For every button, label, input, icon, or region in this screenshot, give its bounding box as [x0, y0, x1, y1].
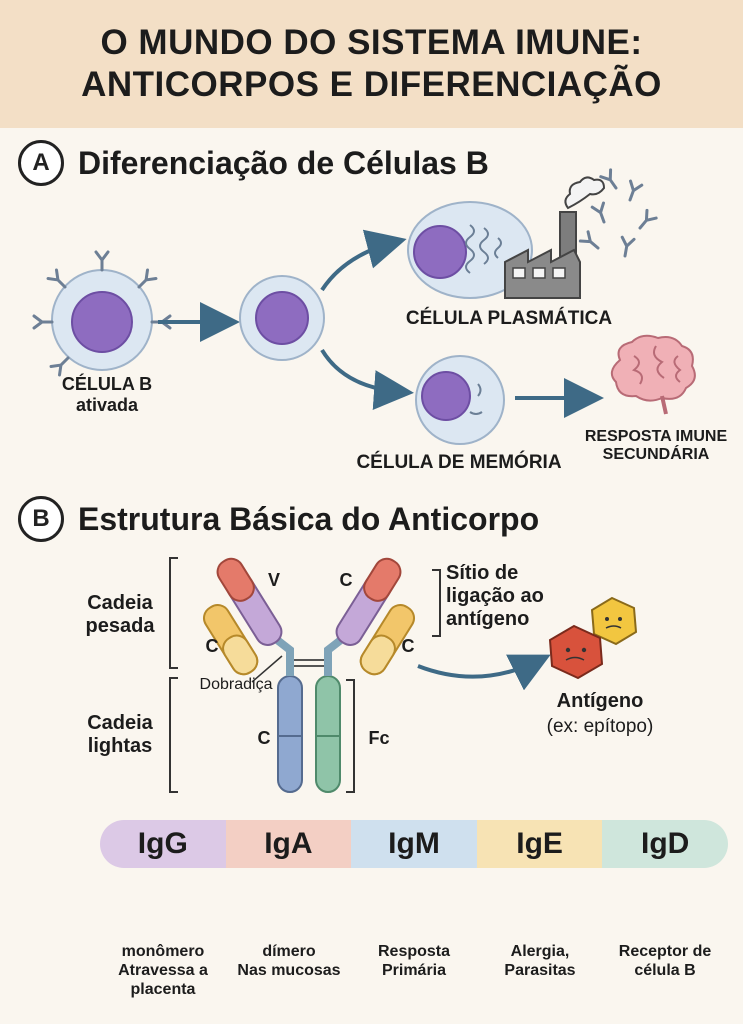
page-title-line-1: O MUNDO DO SISTEMA IMUNE:	[100, 23, 643, 62]
plasma-cell-label: CÉLULA PLASMÁTICA	[405, 308, 613, 329]
antibody-stem	[269, 632, 349, 793]
secondary-response-label: RESPOSTA IMUNE SECUNDÁRIA	[576, 428, 736, 465]
section-a-heading: A Diferenciação de Células B	[18, 140, 489, 186]
binding-site-label-line-2: ligação ao	[446, 585, 544, 607]
antibody-left-arm	[202, 557, 283, 676]
igg-description-line-1: monômero	[121, 943, 205, 960]
ige-description-line-2: Parasitas	[504, 962, 576, 980]
constant-label-top-right: C	[339, 570, 353, 590]
iga-description-line-2: Nas mucosas	[237, 962, 341, 980]
isotype-igg: IgG	[100, 820, 226, 868]
b-cell-differentiation-illustration	[32, 168, 696, 445]
constant-label-right: C	[401, 636, 415, 656]
variable-region-label: V	[267, 570, 280, 590]
secondary-response-label-line-1: RESPOSTA IMUNE	[584, 428, 728, 445]
fc-bracket	[346, 679, 355, 793]
antibody-isotype-bar: IgG IgA IgM IgE IgD	[100, 820, 728, 868]
section-b-heading: B Estrutura Básica do Anticorpo	[18, 496, 539, 542]
heavy-chain-label: Cadeia pesada	[70, 592, 170, 638]
plasma-cell	[407, 201, 533, 299]
activated-b-cell	[32, 250, 172, 377]
constant-label-left: C	[205, 636, 219, 656]
iga-description: dímero Nas mucosas	[226, 942, 352, 980]
constant-label-stem: C	[257, 728, 271, 748]
binding-site-bracket	[432, 569, 441, 637]
igm-description: Resposta Primária	[351, 942, 477, 980]
activated-b-cell-label: CÉLULA B ativada	[52, 374, 162, 415]
section-b-badge: B	[18, 496, 64, 542]
antigen-label: Antígeno	[556, 690, 644, 712]
fc-label: Fc	[368, 728, 390, 748]
heavy-chain-label-line-2: pesada	[85, 615, 155, 637]
activated-b-cell-label-line-2: ativada	[75, 394, 139, 415]
igd-description: Receptor de célula B	[602, 942, 728, 980]
iga-description-line-1: dímero	[262, 943, 316, 960]
page-header: O MUNDO DO SISTEMA IMUNE: ANTICORPOS E D…	[0, 0, 743, 128]
binding-site-label: Sítio de ligação ao antígeno	[446, 562, 556, 631]
light-chain-label: Cadeia lightas	[70, 712, 170, 758]
igm-description-line-1: Resposta	[377, 943, 451, 960]
antigen-icon	[548, 596, 638, 680]
memory-cell	[415, 355, 505, 445]
page-title-line-2: ANTICORPOS E DIFERENCIAÇÃO	[81, 65, 662, 104]
isotype-igm: IgM	[351, 820, 477, 868]
antibody-factory-icon	[504, 176, 606, 299]
heavy-chain-bracket	[169, 557, 178, 669]
igg-description: monômero Atravessa a placenta	[100, 942, 226, 1000]
binding-site-label-line-1: Sítio de	[446, 562, 519, 584]
light-chain-label-line-1: Cadeia	[87, 712, 153, 734]
arrow-to-memory-cell	[320, 348, 414, 410]
hinge-label: Dobradiça	[199, 676, 273, 693]
antibody-right-arm	[335, 557, 416, 676]
b-cell-intermediate	[239, 275, 325, 361]
heavy-chain-label-line-1: Cadeia	[87, 592, 153, 614]
section-b-title: Estrutura Básica do Anticorpo	[78, 500, 540, 537]
igg-description-line-2: Atravessa a	[118, 962, 208, 980]
isotype-igd: IgD	[602, 820, 728, 868]
section-a-badge: A	[18, 140, 64, 186]
light-chain-bracket	[169, 677, 178, 793]
igm-description-line-2: Primária	[381, 962, 447, 980]
binding-site-label-line-3: antígeno	[446, 608, 530, 630]
antigen-example-label: (ex: epítopo)	[546, 716, 654, 737]
igd-description-line-1: Receptor de	[618, 943, 712, 960]
activated-b-cell-label-line-1: CÉLULA B	[61, 374, 153, 394]
ige-description: Alergia, Parasitas	[477, 942, 603, 980]
arrow-to-antigen	[417, 654, 551, 691]
isotype-ige: IgE	[476, 820, 603, 868]
igd-description-line-2: célula B	[634, 962, 696, 980]
arrow-to-plasma-cell	[320, 229, 407, 292]
isotype-iga: IgA	[225, 820, 352, 868]
light-chain-label-line-2: lightas	[87, 735, 153, 757]
igg-description-line-3: placenta	[130, 981, 196, 999]
antibody-structure-illustration	[169, 557, 638, 793]
hinge-pointer	[251, 655, 283, 683]
brain-icon	[610, 334, 696, 415]
secondary-response-label-line-2: SECUNDÁRIA	[602, 446, 710, 464]
ige-description-line-1: Alergia,	[510, 943, 570, 960]
memory-cell-label: CÉLULA DE MEMÓRIA	[356, 452, 562, 473]
section-a-title: Diferenciação de Células B	[78, 144, 489, 181]
